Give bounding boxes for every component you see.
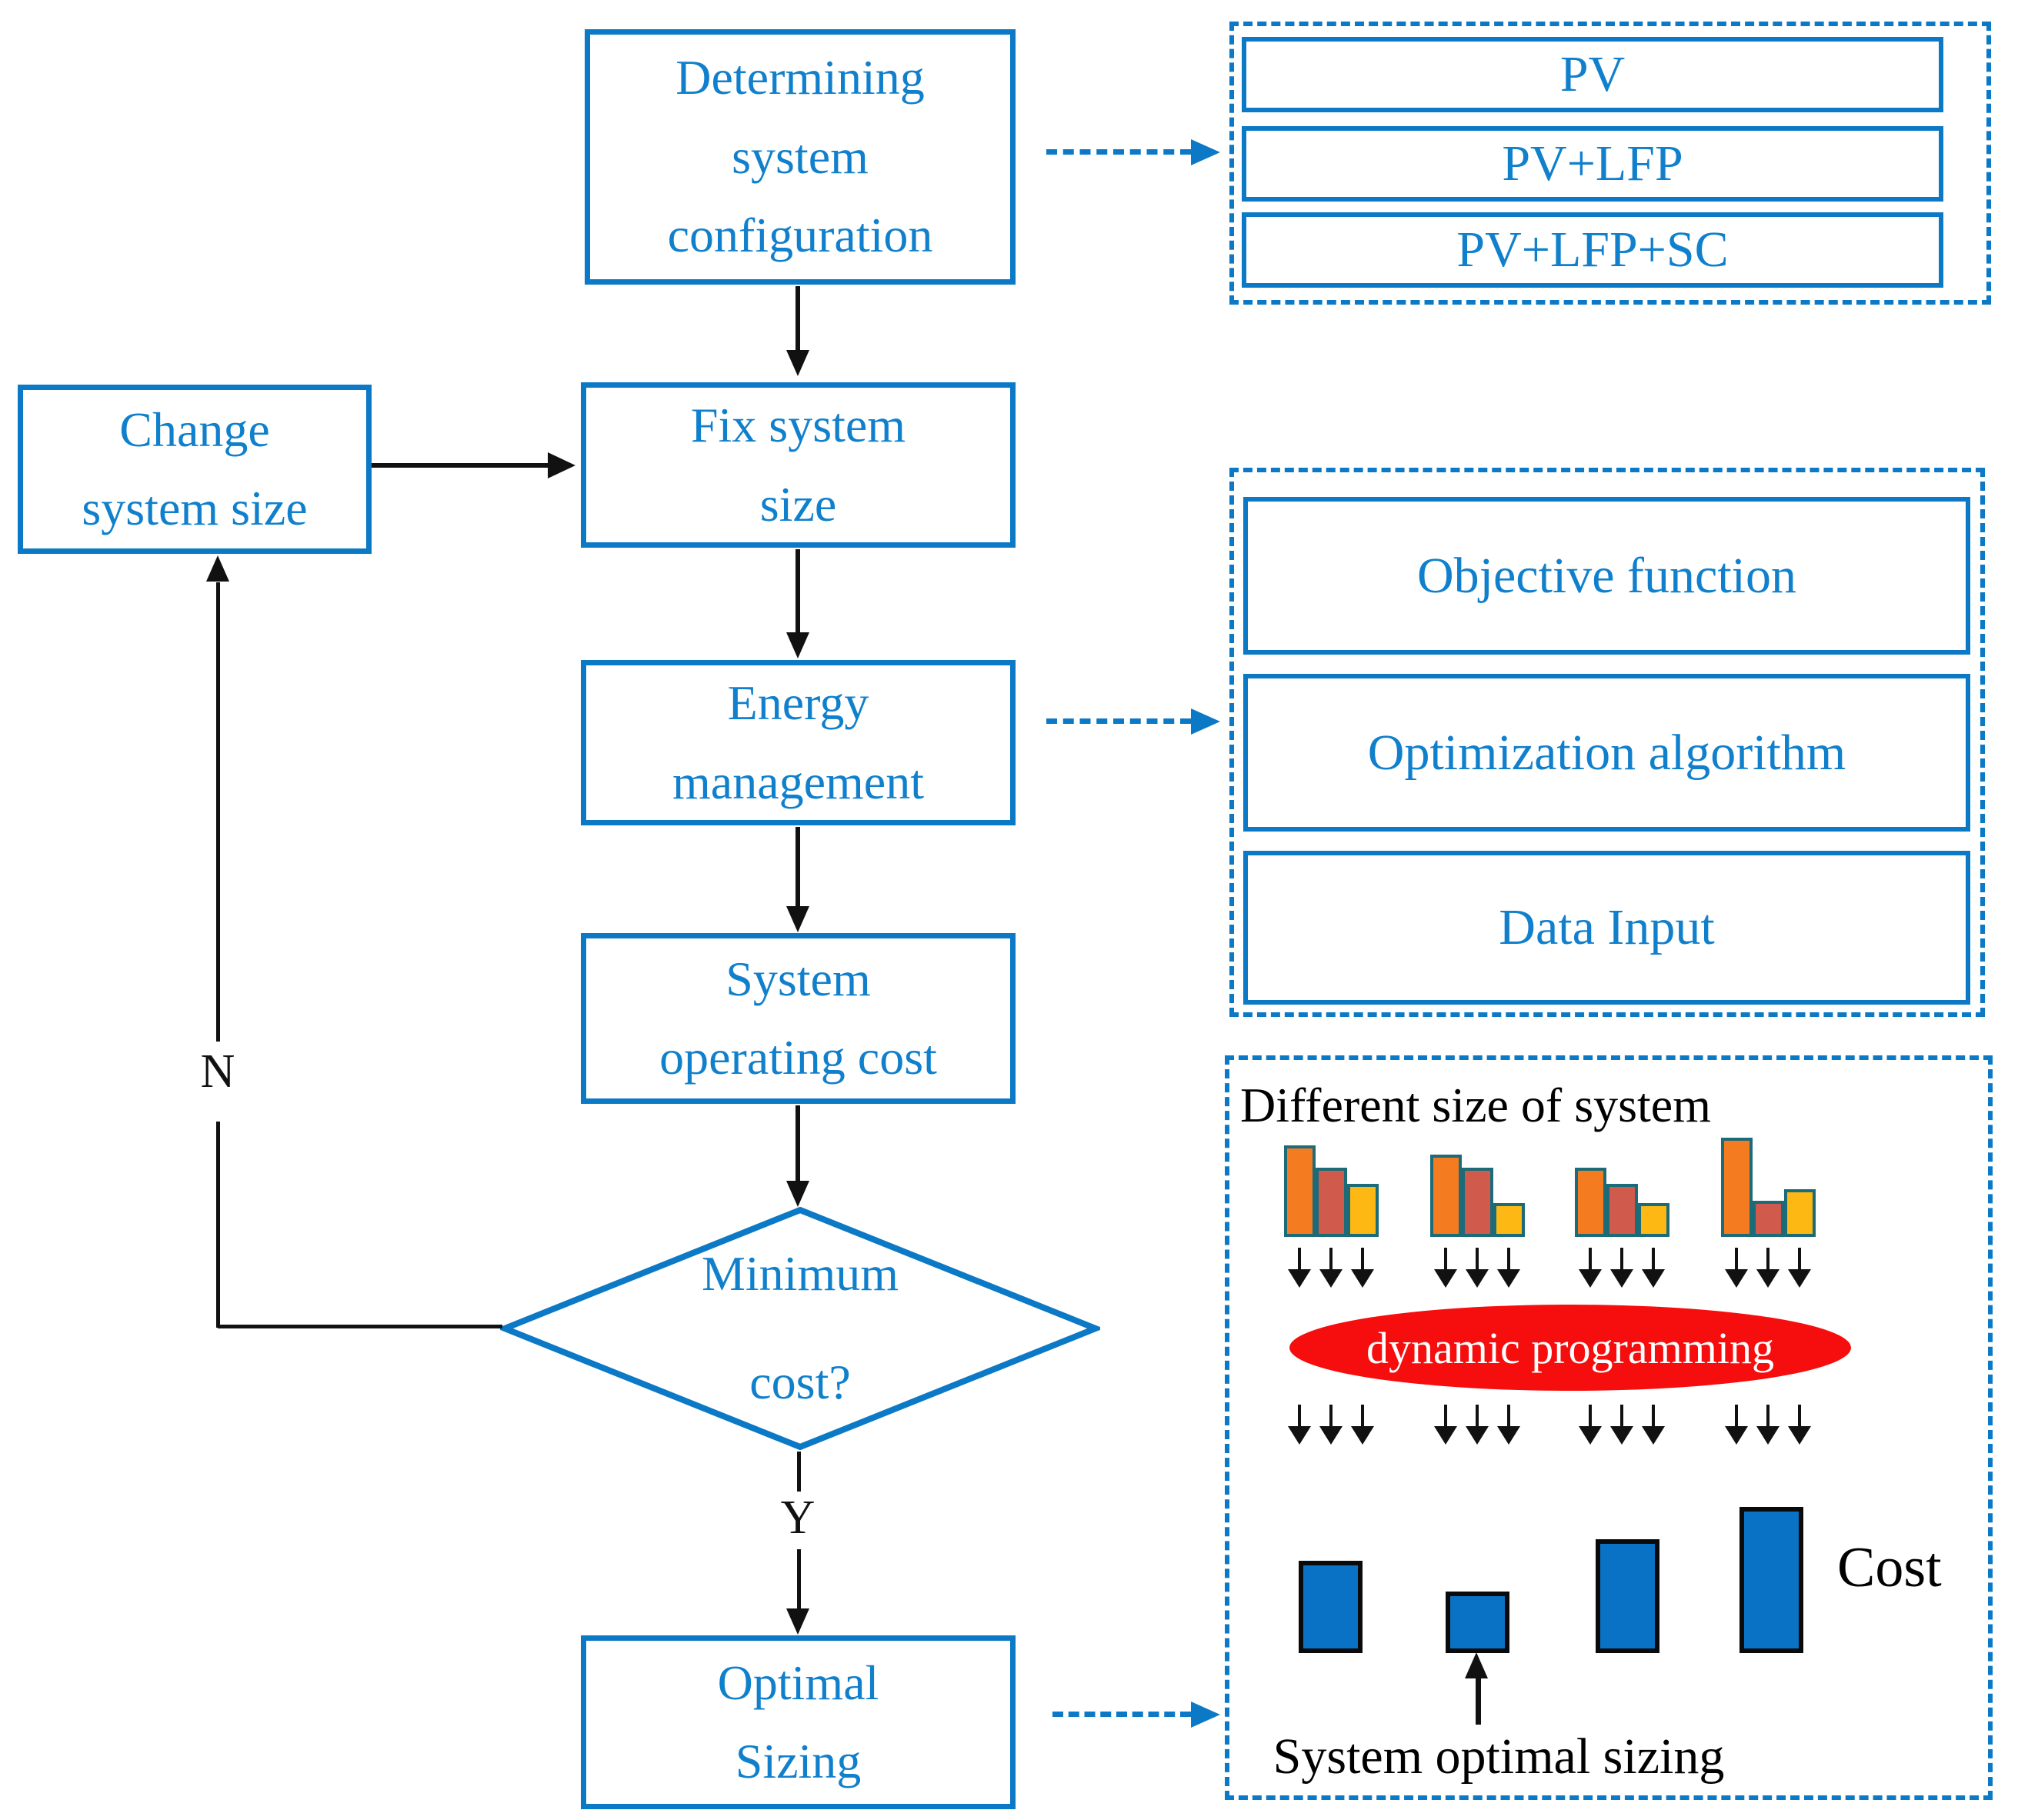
arrow-change-to-fix-head — [548, 452, 575, 478]
optimal-pointer-arrow-stem — [1476, 1677, 1481, 1725]
down-arrow-icon — [1788, 1248, 1811, 1288]
system-optimal-sizing-caption: System optimal sizing — [1273, 1728, 1725, 1785]
down-arrow-icon — [1756, 1405, 1780, 1445]
arrow-fix-to-energy-head — [786, 632, 809, 658]
dashed-arrow-management-head — [1191, 708, 1220, 735]
down-arrow-icon — [1351, 1405, 1374, 1445]
down-arrow-icon — [1579, 1248, 1602, 1288]
size-bar-group — [1721, 1138, 1816, 1237]
down-arrow-icon — [1319, 1248, 1343, 1288]
dashed-arrow-sizing-head — [1191, 1702, 1220, 1728]
config-option-pv-lfp: PV+LFP — [1242, 126, 1943, 202]
decision-label: Minimum cost? — [701, 1246, 899, 1409]
down-arrow-icon — [1466, 1405, 1489, 1445]
no-path-vertical-line-upper — [216, 582, 220, 1042]
arrow-determining-to-fix-head — [786, 350, 809, 376]
size-bar — [1493, 1203, 1525, 1237]
down-arrow-icon — [1434, 1405, 1457, 1445]
config-option-pv-lfp-sc: PV+LFP+SC — [1242, 212, 1943, 288]
size-bar — [1316, 1168, 1347, 1237]
optimal-pointer-arrow-head — [1465, 1652, 1488, 1678]
no-branch-label: N — [200, 1045, 235, 1098]
down-arrow-icon — [1351, 1248, 1374, 1288]
minimum-cost-decision-diamond: Minimum cost? — [496, 1206, 1104, 1451]
down-arrow-icon — [1434, 1248, 1457, 1288]
determining-system-configuration-box: Determining system configuration — [585, 29, 1016, 285]
yes-path-line-upper — [797, 1452, 801, 1492]
fix-system-size-box: Fix system size — [581, 382, 1016, 548]
down-arrow-icon — [1756, 1248, 1780, 1288]
size-bar — [1721, 1138, 1753, 1237]
size-bar-group — [1284, 1145, 1379, 1237]
arrow-energy-to-cost-head — [786, 906, 809, 932]
down-arrow-icon — [1725, 1248, 1748, 1288]
down-arrow-icon — [1497, 1405, 1520, 1445]
no-path-horizontal-line — [218, 1325, 502, 1328]
yes-path-line-lower — [797, 1549, 801, 1611]
down-arrow-icon — [1466, 1248, 1489, 1288]
size-bar — [1753, 1201, 1784, 1237]
down-arrow-icon — [1319, 1405, 1343, 1445]
change-system-size-box: Change system size — [18, 385, 372, 554]
energy-management-box: Energy management — [581, 660, 1016, 825]
sizing-panel-title: Different size of system — [1240, 1078, 1711, 1132]
down-arrow-icon — [1610, 1248, 1633, 1288]
dashed-arrow-config-stem — [1046, 149, 1191, 155]
cost-bar — [1299, 1561, 1363, 1653]
down-arrow-icon — [1497, 1248, 1520, 1288]
down-arrow-icon — [1788, 1405, 1811, 1445]
dynamic-programming-ellipse: dynamic programming — [1289, 1305, 1851, 1391]
optimization-algorithm-box: Optimization algorithm — [1243, 674, 1970, 832]
arrow-cost-to-decision-head — [786, 1181, 809, 1207]
size-bar — [1784, 1189, 1816, 1237]
down-arrow-icon — [1642, 1248, 1665, 1288]
optimal-sizing-box: Optimal Sizing — [581, 1635, 1016, 1809]
arrow-energy-to-cost-stem — [796, 827, 800, 908]
sizing-panel: Different size of system dynamic program… — [1225, 1055, 1993, 1800]
size-bar — [1430, 1155, 1462, 1237]
down-arrow-icon — [1288, 1248, 1311, 1288]
no-path-vertical-line-lower — [216, 1122, 220, 1328]
dashed-arrow-config-head — [1191, 139, 1220, 165]
yes-path-arrow-head — [786, 1608, 809, 1635]
arrow-fix-to-energy-stem — [796, 549, 800, 634]
size-bar-group — [1575, 1168, 1669, 1237]
cost-bar — [1596, 1539, 1659, 1653]
arrow-determining-to-fix-stem — [796, 286, 800, 352]
down-arrow-icon — [1725, 1405, 1748, 1445]
config-option-pv: PV — [1242, 37, 1943, 112]
down-arrow-icon — [1610, 1405, 1633, 1445]
size-bar — [1347, 1184, 1379, 1237]
cost-bar-optimal — [1446, 1592, 1509, 1653]
down-arrow-icon — [1288, 1405, 1311, 1445]
down-arrow-icon — [1579, 1405, 1602, 1445]
dashed-arrow-sizing-stem — [1052, 1712, 1191, 1717]
size-bar-group — [1430, 1155, 1525, 1237]
yes-branch-label: Y — [780, 1492, 816, 1544]
diamond-shape — [496, 1206, 1104, 1451]
dashed-arrow-management-stem — [1046, 718, 1191, 724]
no-path-arrow-head — [206, 555, 229, 582]
size-bar — [1462, 1168, 1493, 1237]
cost-label: Cost — [1837, 1536, 1942, 1599]
system-operating-cost-box: System operating cost — [581, 933, 1016, 1104]
configuration-panel: PV PV+LFP PV+LFP+SC — [1229, 22, 1991, 305]
objective-function-box: Objective function — [1243, 497, 1970, 655]
size-bar — [1284, 1145, 1316, 1237]
size-bar — [1575, 1168, 1606, 1237]
data-input-box: Data Input — [1243, 851, 1970, 1005]
arrow-change-to-fix-stem — [372, 463, 550, 468]
size-bar — [1638, 1203, 1669, 1237]
size-bar — [1606, 1184, 1638, 1237]
arrow-cost-to-decision-stem — [796, 1105, 800, 1182]
cost-bar — [1739, 1507, 1803, 1653]
management-panel: Objective function Optimization algorith… — [1229, 468, 1985, 1017]
down-arrow-icon — [1642, 1405, 1665, 1445]
dynamic-programming-label: dynamic programming — [1366, 1322, 1774, 1373]
